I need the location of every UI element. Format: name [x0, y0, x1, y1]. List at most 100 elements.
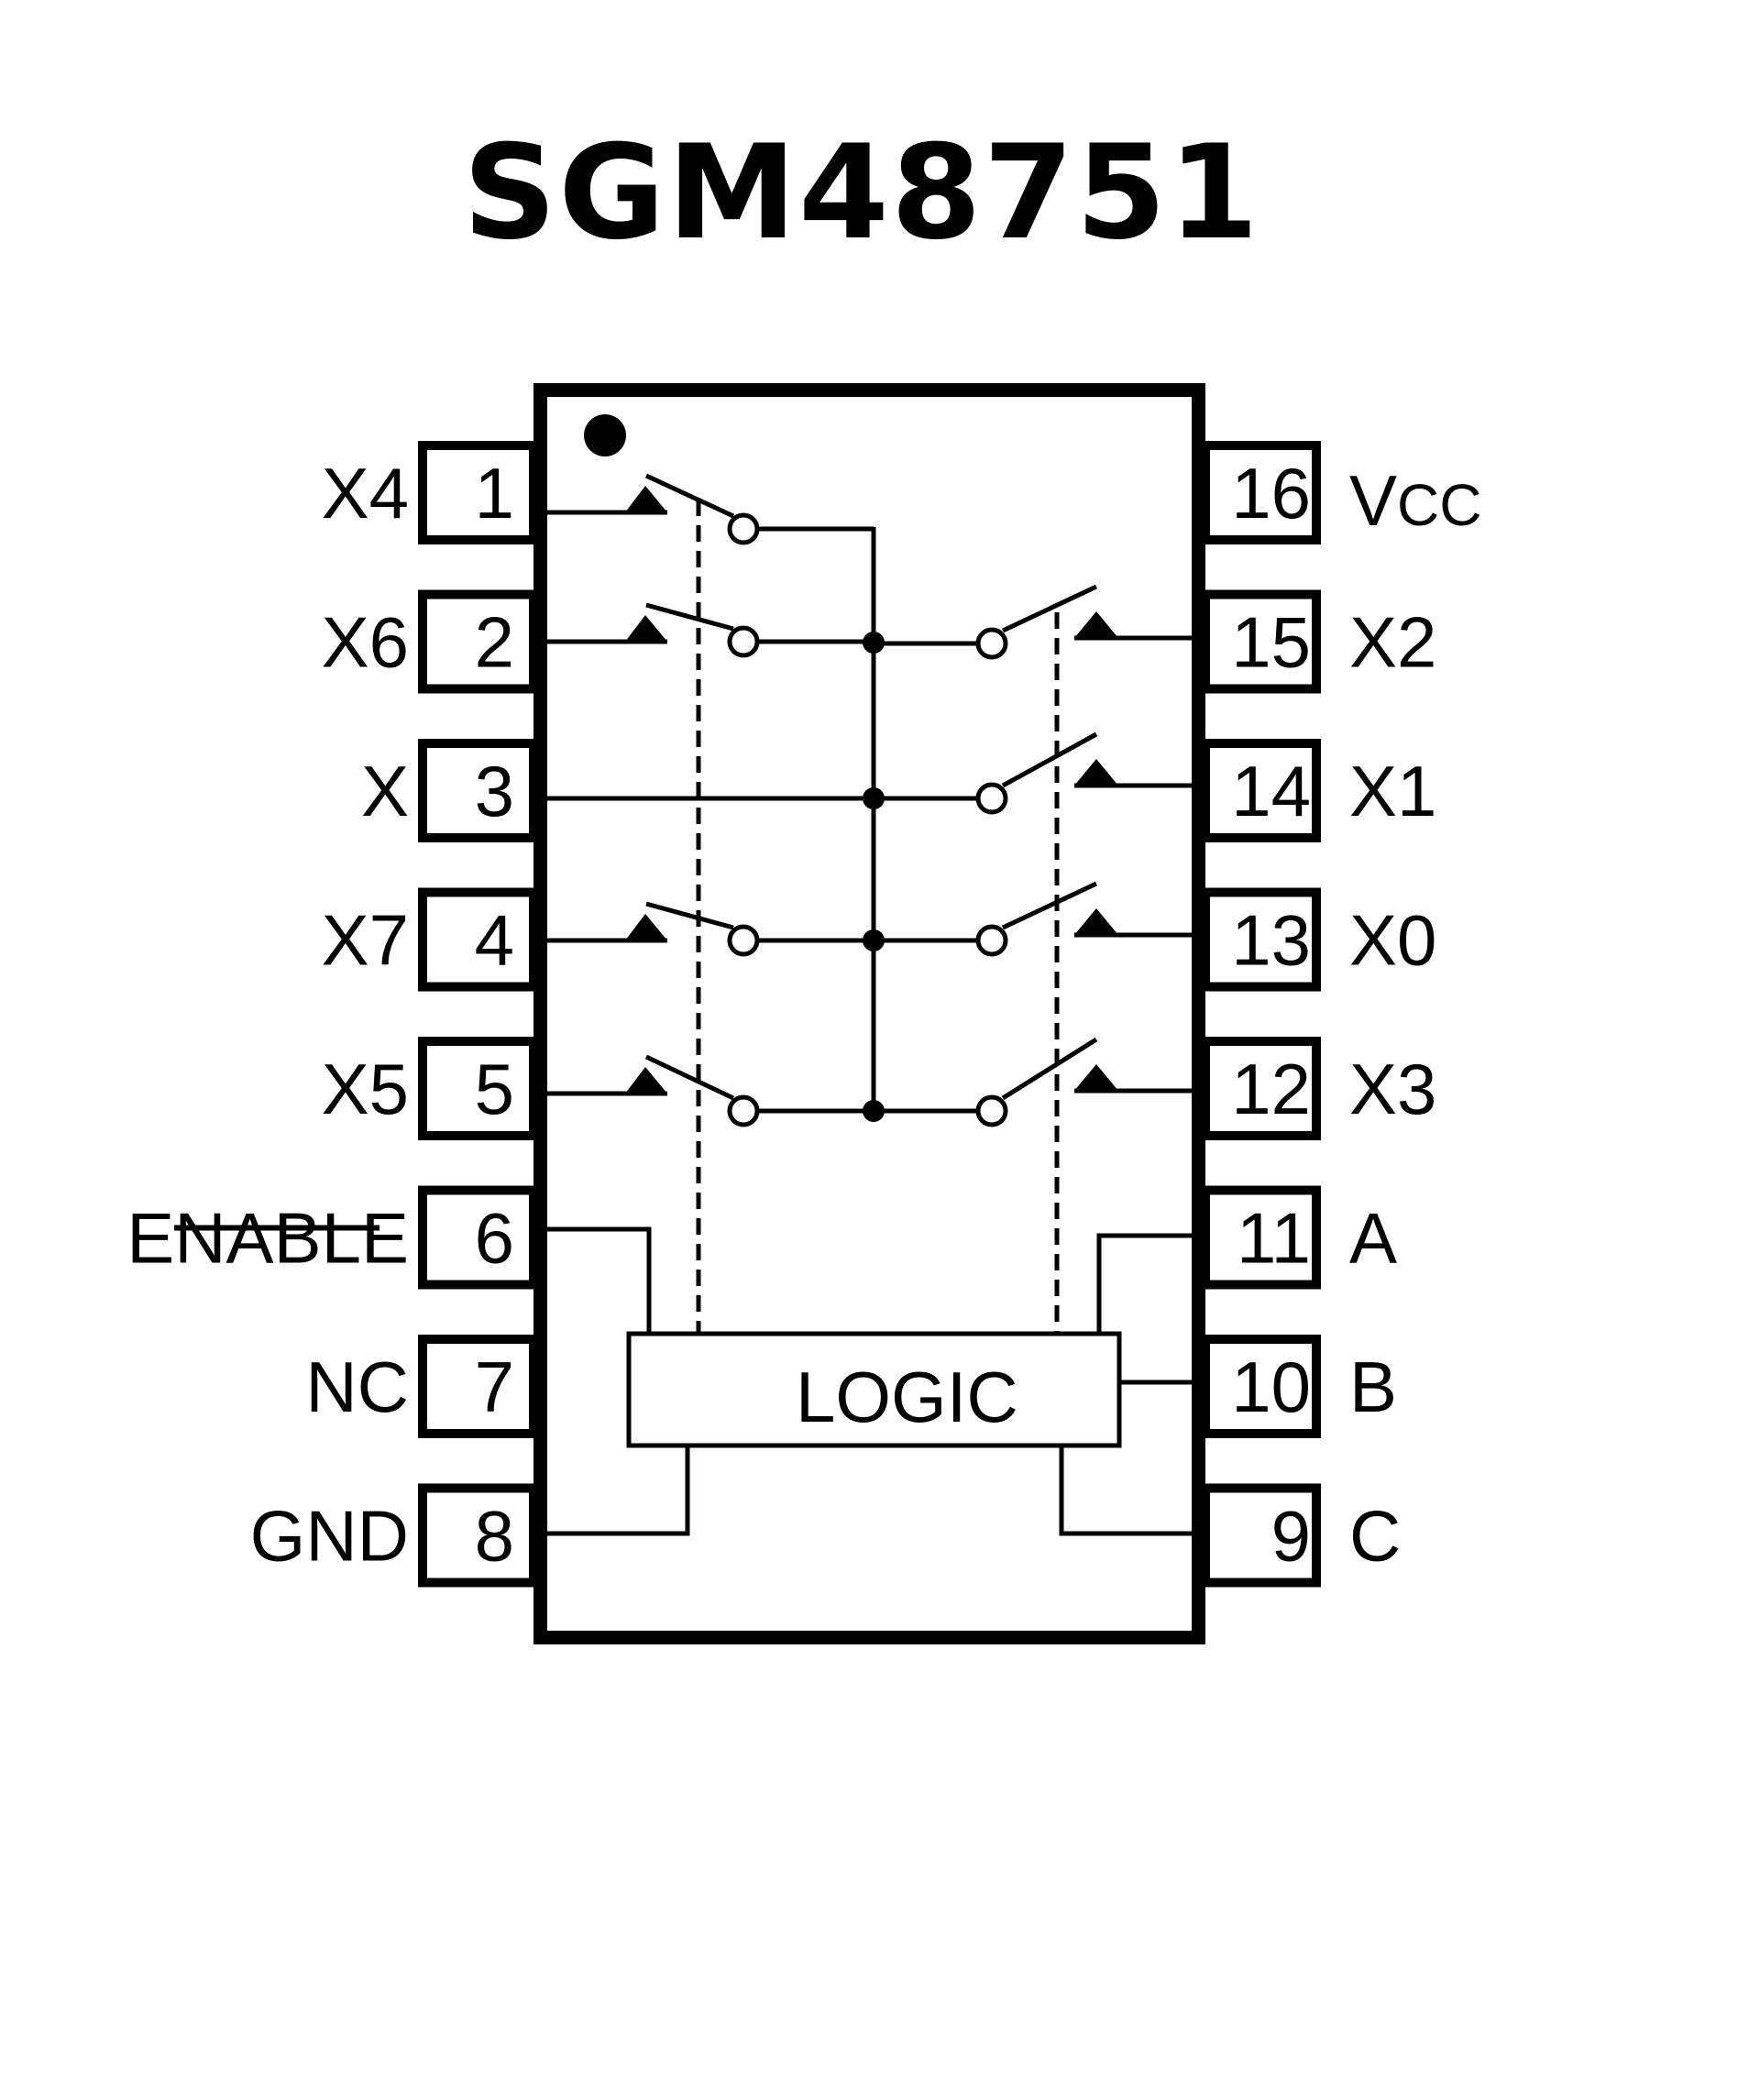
- internal-wiring: [547, 473, 1194, 1536]
- contact-triangle: [1074, 611, 1118, 638]
- pin-4: 4 X7: [322, 887, 538, 992]
- pin-box: [418, 441, 538, 544]
- contact-triangle: [625, 615, 667, 642]
- pin-2: 2 X6: [322, 589, 538, 694]
- pin-number: 13: [1231, 900, 1311, 981]
- contact-triangle: [1074, 759, 1118, 786]
- pin-box: [1201, 589, 1321, 694]
- switch-pivot: [727, 625, 760, 658]
- pin-number: 9: [1271, 1496, 1311, 1577]
- switch-blade: [1001, 881, 1098, 930]
- pin-name: X6: [322, 602, 409, 683]
- pin-box: [418, 1185, 538, 1290]
- switch-blade: [1001, 731, 1098, 788]
- pin-number: 16: [1231, 453, 1311, 533]
- pin-14: 14 X1: [1201, 739, 1436, 842]
- pin-number: 12: [1231, 1049, 1311, 1129]
- enable-wire: [547, 1226, 652, 1334]
- contact-triangle: [625, 486, 667, 512]
- gnd-wire: [547, 1446, 690, 1536]
- pin-15: 15 X2: [1201, 589, 1436, 694]
- switch-pivot: [727, 512, 760, 545]
- switch-pivot: [975, 1094, 1008, 1127]
- pin-box: [1201, 1185, 1321, 1290]
- pin-box: [1201, 1335, 1321, 1438]
- pin-name: A: [1349, 1198, 1397, 1279]
- contact-triangle: [1074, 908, 1118, 935]
- switch-pivot: [975, 627, 1008, 660]
- pin-number: 1: [475, 453, 514, 533]
- junction-dot: [863, 632, 885, 654]
- pin-box: [418, 589, 538, 694]
- pin-name: X4: [322, 453, 409, 533]
- pin-number: 4: [475, 900, 514, 981]
- pin-box: [418, 887, 538, 992]
- pin-name: X3: [1349, 1049, 1436, 1129]
- pin-name: B: [1349, 1347, 1397, 1427]
- pin-number: 8: [475, 1496, 514, 1577]
- logic-block: [626, 1331, 1122, 1448]
- pin-5: 5X5: [322, 1037, 538, 1140]
- chip-title: SGM48751: [462, 117, 1261, 269]
- pin-number: 15: [1231, 602, 1311, 683]
- pin-number: 11: [1237, 1198, 1311, 1279]
- pin1-marker-dot: [584, 414, 626, 456]
- pin-box: [1201, 739, 1321, 842]
- pin-number: 3: [475, 751, 514, 831]
- pin-16: 16 VCC: [1201, 441, 1481, 544]
- switch-pivot: [727, 1094, 760, 1127]
- pin-number: 5: [475, 1049, 514, 1129]
- pin-12: 12 X3: [1201, 1037, 1436, 1140]
- contact-triangle: [1074, 1064, 1118, 1091]
- pin-number: 2: [475, 602, 514, 683]
- pin-3: 3X: [361, 739, 538, 842]
- logic-block-label: LOGIC: [796, 1357, 1018, 1437]
- pin-name: X0: [1349, 900, 1436, 981]
- junction-dot: [863, 929, 885, 951]
- pin-name: X2: [1349, 602, 1436, 683]
- switch-pivot: [975, 782, 1008, 815]
- switch-blade: [1001, 1037, 1098, 1101]
- pin-10: 10 B: [1201, 1335, 1397, 1438]
- pin-name: VCC: [1349, 460, 1481, 541]
- pin-1: 1 X4: [322, 441, 538, 544]
- contact-triangle: [625, 914, 667, 940]
- pin-name: C: [1349, 1496, 1401, 1577]
- pin-box: [418, 1483, 538, 1588]
- pin-name: NC: [305, 1347, 409, 1427]
- c-wire: [1059, 1446, 1194, 1536]
- pin-name: X: [361, 751, 409, 831]
- pin-box: [418, 1037, 538, 1140]
- pin-box: [1201, 1483, 1321, 1588]
- switch-blade: [1001, 584, 1098, 633]
- pin-box: [1201, 887, 1321, 992]
- pin-8: 8 GND: [250, 1483, 538, 1588]
- pin-box: [1201, 1037, 1321, 1140]
- switch-pivot: [727, 924, 760, 957]
- pin-box: [418, 739, 538, 842]
- pin-name: X1: [1349, 751, 1436, 831]
- pin-11: 11 A: [1201, 1185, 1397, 1290]
- chip-body: [534, 383, 1205, 1644]
- pin-7: 7 NC: [305, 1335, 538, 1438]
- a-wire: [1096, 1233, 1194, 1334]
- switch-blade: [644, 1054, 735, 1101]
- pin-box: [1201, 441, 1321, 544]
- switch-blade: [645, 602, 734, 632]
- pin-13: 13 X0: [1201, 887, 1436, 992]
- switch-blade: [645, 901, 734, 930]
- pin-number: 14: [1231, 751, 1311, 831]
- pin-number: 7: [475, 1347, 514, 1427]
- pin-number: 10: [1231, 1347, 1311, 1427]
- junction-dot: [863, 787, 885, 809]
- pin-name: X7: [322, 900, 409, 981]
- pin-name: ENABLE: [126, 1198, 409, 1279]
- switch-pivot: [975, 924, 1008, 957]
- pin-name: GND: [250, 1496, 409, 1577]
- junction-dot: [863, 1100, 885, 1122]
- switch-blade: [644, 473, 735, 519]
